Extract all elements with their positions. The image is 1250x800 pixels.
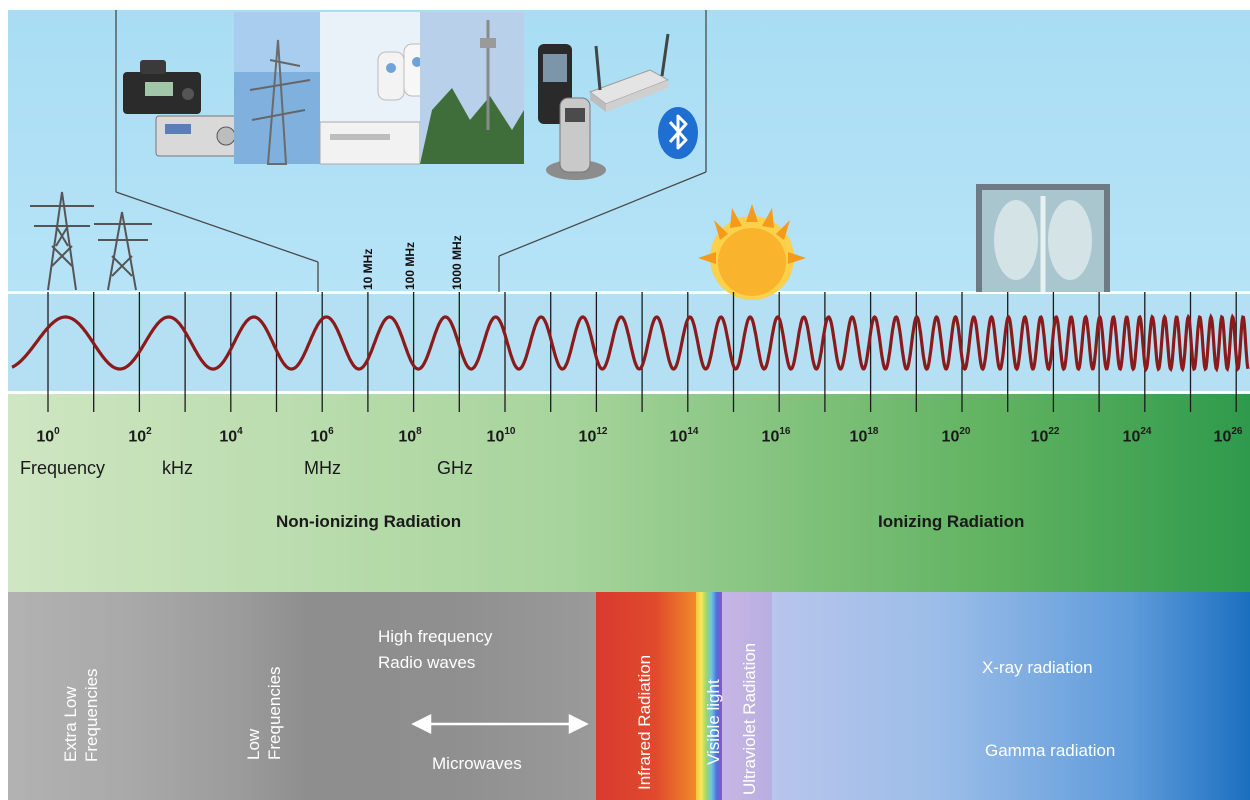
- label-low-line1: Low: [244, 728, 263, 760]
- microwave-arrow: [411, 713, 589, 735]
- radio-icon: [123, 60, 243, 157]
- label-visible-light: Visible light: [704, 679, 723, 765]
- unit-frequency: Frequency: [20, 458, 106, 478]
- exponent-base: 10: [669, 428, 688, 446]
- sun-icon: [698, 204, 806, 300]
- xray-image-icon: [976, 184, 1110, 292]
- exponent-label: 100: [36, 426, 60, 446]
- exponent-label: 106: [310, 426, 334, 446]
- exponent-power: 14: [687, 426, 699, 437]
- band-divider-top: [8, 291, 1250, 294]
- exponent-base: 10: [1030, 428, 1049, 446]
- exponent-label: 1012: [578, 426, 608, 446]
- exponent-label: 1010: [486, 426, 516, 446]
- exponent-label: 1014: [669, 426, 699, 446]
- wave-curve: [11, 313, 1250, 373]
- unit-ghz: GHz: [437, 458, 473, 478]
- label-extra-low-line1: Extra Low: [61, 686, 80, 762]
- label-extra-low-line2: Frequencies: [82, 668, 102, 762]
- exponent-base: 10: [849, 428, 868, 446]
- band-visible-light: [696, 592, 722, 800]
- exponent-base: 10: [219, 428, 238, 446]
- unit-mhz: MHz: [304, 458, 341, 478]
- antenna-tower-icon: [234, 12, 322, 165]
- exponent-power: 12: [596, 426, 608, 437]
- label-microwaves: Microwaves: [432, 754, 522, 773]
- label-low-frequencies: Low Frequencies: [243, 630, 286, 760]
- exponent-base: 10: [398, 428, 417, 446]
- exponent-label: 1018: [849, 426, 879, 446]
- exponent-power: 16: [779, 426, 791, 437]
- label-infrared: Infrared Radiation: [635, 654, 654, 790]
- power-pylon-icon: [30, 191, 152, 291]
- band-low-frequencies: [128, 592, 318, 800]
- frequency-ticks: [47, 292, 1237, 412]
- exponent-power: 6: [328, 426, 334, 437]
- callout-lines: [115, 10, 707, 292]
- exponent-label: 1026: [1213, 426, 1243, 446]
- exponent-power: 24: [1140, 426, 1152, 437]
- exponent-base: 10: [486, 428, 505, 446]
- exponent-power: 22: [1048, 426, 1060, 437]
- exponent-power: 26: [1231, 426, 1243, 437]
- region-non-ionizing: Non-ionizing Radiation: [276, 512, 462, 531]
- region-ionizing: Ionizing Radiation: [878, 512, 1025, 531]
- exponent-base: 10: [310, 428, 329, 446]
- exponent-power: 2: [146, 426, 152, 437]
- label-extra-low-frequencies: Extra Low Frequencies: [60, 632, 103, 762]
- exponent-label: 108: [398, 426, 422, 446]
- band-ultraviolet: [722, 592, 772, 800]
- exponent-power: 10: [504, 426, 516, 437]
- label-high-frequency: High frequency: [378, 627, 493, 646]
- frequency-band: [8, 394, 1250, 592]
- wifi-router-icon: [588, 33, 670, 112]
- band-high-frequency-radio: [308, 592, 596, 800]
- exponent-power: 8: [416, 426, 422, 437]
- exponent-label: 1024: [1122, 426, 1152, 446]
- label-1000-mhz: 1000 MHz: [450, 235, 464, 290]
- exponent-label: 1016: [761, 426, 791, 446]
- unit-khz: kHz: [162, 458, 193, 478]
- exponent-base: 10: [578, 428, 597, 446]
- exponent-base: 10: [1122, 428, 1141, 446]
- exponent-base: 10: [761, 428, 780, 446]
- spectrum-bands: [8, 592, 1250, 800]
- exponent-base: 10: [1213, 428, 1232, 446]
- band-infrared: [596, 592, 696, 800]
- exponent-label: 1022: [1030, 426, 1060, 446]
- label-gamma: Gamma radiation: [985, 741, 1116, 760]
- exponent-power: 4: [237, 426, 243, 437]
- bluetooth-icon: [658, 107, 698, 159]
- exponent-base: 10: [36, 428, 55, 446]
- label-ultraviolet: Ultraviolet Radiation: [740, 642, 759, 795]
- exponent-base: 10: [941, 428, 960, 446]
- exponent-label: 102: [128, 426, 152, 446]
- exponent-power: 18: [867, 426, 879, 437]
- cell-tower-icon: [420, 12, 524, 164]
- label-100-mhz: 100 MHz: [403, 241, 417, 290]
- exponent-base: 10: [128, 428, 147, 446]
- band-divider-bottom: [8, 391, 1250, 394]
- cordless-phone-icon: [546, 97, 606, 180]
- label-radio-waves: Radio waves: [378, 653, 476, 672]
- label-10-mhz: 10 MHz: [361, 248, 375, 290]
- exponent-label: 104: [219, 426, 243, 446]
- band-xray-gamma: [772, 592, 1250, 800]
- exponent-power: 20: [959, 426, 971, 437]
- exponent-power: 0: [54, 426, 60, 437]
- exponent-label: 1020: [941, 426, 971, 446]
- label-xray: X-ray radiation: [982, 658, 1093, 677]
- band-extra-low-frequencies: [8, 592, 128, 800]
- label-low-line2: Frequencies: [265, 666, 285, 760]
